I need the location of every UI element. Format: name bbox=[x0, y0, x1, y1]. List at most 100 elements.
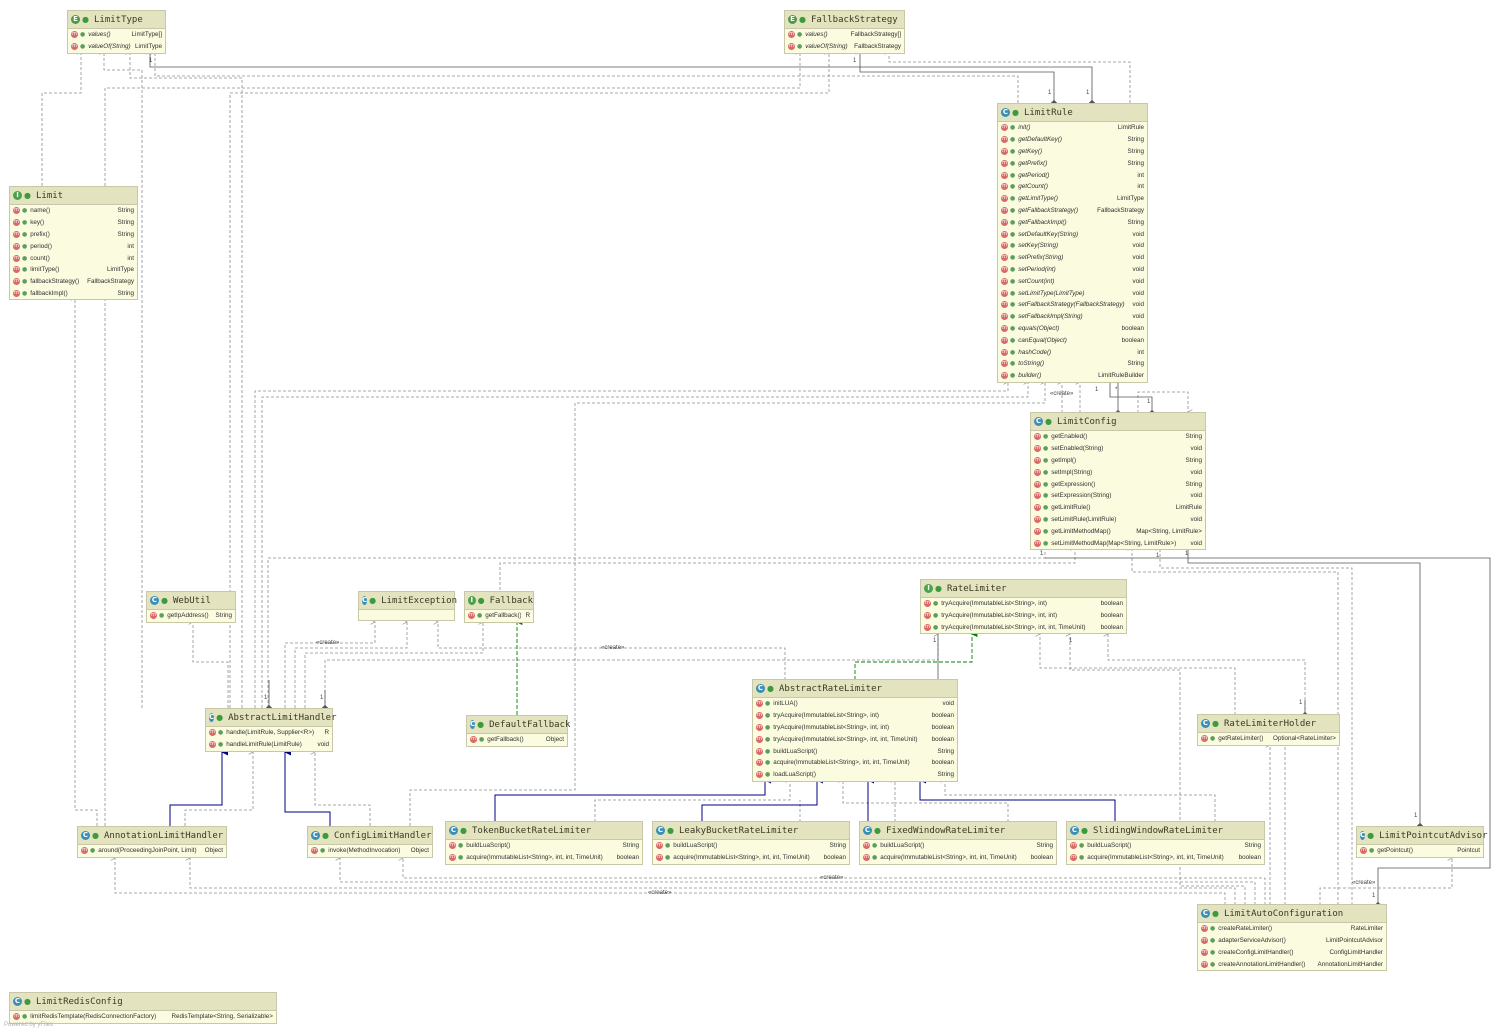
method-row[interactable]: m●buildLuaScript()String bbox=[753, 745, 957, 757]
method-row[interactable]: m●setLimitRule(LimitRule)void bbox=[1031, 514, 1205, 526]
method-row[interactable]: m●setLimitMethodMap(Map<String, LimitRul… bbox=[1031, 537, 1205, 549]
method-row[interactable]: m●getLimitType()LimitType bbox=[998, 193, 1147, 205]
method-row[interactable]: m●createConfigLimitHandler()ConfigLimitH… bbox=[1198, 947, 1386, 959]
method-row[interactable]: m●values()LimitType[] bbox=[68, 29, 165, 41]
method-row[interactable]: m●acquire(ImmutableList<String>, int, in… bbox=[653, 852, 849, 864]
method-row[interactable]: m●setKey(String)void bbox=[998, 240, 1147, 252]
method-row[interactable]: m●setExpression(String)void bbox=[1031, 490, 1205, 502]
method-row[interactable]: m●acquire(ImmutableList<String>, int, in… bbox=[1067, 852, 1264, 864]
method-row[interactable]: m●setFallbackImpl(String)void bbox=[998, 311, 1147, 323]
method-row[interactable]: m●setEnabled(String)void bbox=[1031, 443, 1205, 455]
method-row[interactable]: m●getPrefix()String bbox=[998, 157, 1147, 169]
method-row[interactable]: m●getFallbackStrategy()FallbackStrategy bbox=[998, 205, 1147, 217]
method-row[interactable]: m●getImpl()String bbox=[1031, 455, 1205, 467]
method-row[interactable]: m●tryAcquire(ImmutableList<String>, int,… bbox=[921, 622, 1126, 634]
method-row[interactable]: m●getDefaultKey()String bbox=[998, 134, 1147, 146]
method-return-type: void bbox=[1132, 242, 1144, 250]
method-row[interactable]: m●loadLuaScript()String bbox=[753, 769, 957, 781]
method-row[interactable]: m●getPeriod()int bbox=[998, 169, 1147, 181]
method-row[interactable]: m●key()String bbox=[10, 217, 137, 229]
method-row[interactable]: m●getLimitMethodMap()Map<String, LimitRu… bbox=[1031, 525, 1205, 537]
method-row[interactable]: m●buildLuaScript()String bbox=[1067, 840, 1264, 852]
method-row[interactable]: m●getRateLimiter()Optional<RateLimiter> bbox=[1198, 733, 1339, 745]
method-row[interactable]: m●tryAcquire(ImmutableList<String>, int)… bbox=[921, 598, 1126, 610]
method-row[interactable]: m●adapterServiceAdvisor()LimitPointcutAd… bbox=[1198, 935, 1386, 947]
method-row[interactable]: m●values()FallbackStrategy[] bbox=[785, 29, 904, 41]
method-row[interactable]: m●invoke(MethodInvocation)Object bbox=[308, 845, 432, 857]
method-row[interactable]: m●init()LimitRule bbox=[998, 122, 1147, 134]
method-row[interactable]: m●tryAcquire(ImmutableList<String>, int,… bbox=[921, 610, 1126, 622]
method-row[interactable]: m●getIpAddress()String bbox=[147, 610, 235, 622]
method-row[interactable]: m●fallbackStrategy()FallbackStrategy bbox=[10, 276, 137, 288]
method-row[interactable]: m●acquire(ImmutableList<String>, int, in… bbox=[753, 757, 957, 769]
method-row[interactable]: m●getPointcut()Pointcut bbox=[1357, 845, 1483, 857]
method-row[interactable]: m●acquire(ImmutableList<String>, int, in… bbox=[446, 852, 642, 864]
method-row[interactable]: m●getKey()String bbox=[998, 146, 1147, 158]
method-row[interactable]: m●hashCode()int bbox=[998, 346, 1147, 358]
method-row[interactable]: m●equals(Object)boolean bbox=[998, 323, 1147, 335]
method-row[interactable]: m●setDefaultKey(String)void bbox=[998, 228, 1147, 240]
method-row[interactable]: m●tryAcquire(ImmutableList<String>, int,… bbox=[753, 733, 957, 745]
method-row[interactable]: m●getExpression()String bbox=[1031, 478, 1205, 490]
method-row[interactable]: m●limitType()LimitType bbox=[10, 264, 137, 276]
method-row[interactable]: m●setPrefix(String)void bbox=[998, 252, 1147, 264]
method-row[interactable]: m●around(ProceedingJoinPoint, Limit)Obje… bbox=[78, 845, 226, 857]
method-return-type: boolean bbox=[931, 759, 954, 767]
method-row[interactable]: m●createAnnotationLimitHandler()Annotati… bbox=[1198, 958, 1386, 970]
method-row[interactable]: m●setLimitType(LimitType)void bbox=[998, 287, 1147, 299]
class-limitexception[interactable]: C●LimitException bbox=[358, 591, 457, 621]
method-row[interactable]: m●name()String bbox=[10, 205, 137, 217]
method-row[interactable]: m●period()int bbox=[10, 240, 137, 252]
method-row[interactable]: m●buildLuaScript()String bbox=[446, 840, 642, 852]
method-row[interactable]: m●prefix()String bbox=[10, 229, 137, 241]
method-row[interactable]: m●setPeriod(int)void bbox=[998, 264, 1147, 276]
method-row[interactable]: m●tryAcquire(ImmutableList<String>, int,… bbox=[753, 722, 957, 734]
method-row[interactable]: m●valueOf(String)FallbackStrategy bbox=[785, 41, 904, 53]
method-row[interactable]: m●createRateLimiter()RateLimiter bbox=[1198, 923, 1386, 935]
method-row[interactable]: m●setFallbackStrategy(FallbackStrategy)v… bbox=[998, 299, 1147, 311]
method-row[interactable]: m●getLimitRule()LimitRule bbox=[1031, 502, 1205, 514]
method-row[interactable]: m●getFallback()Object bbox=[467, 734, 567, 746]
method-row[interactable]: m●handle(LimitRule, Supplier<R>)R bbox=[206, 727, 332, 739]
method-row[interactable]: m●getFallbackImpl()String bbox=[998, 216, 1147, 228]
method-row[interactable]: m●buildLuaScript()String bbox=[860, 840, 1056, 852]
method-row[interactable]: m●setImpl(String)void bbox=[1031, 466, 1205, 478]
method-row[interactable]: m●buildLuaScript()String bbox=[653, 840, 849, 852]
method-row[interactable]: m●acquire(ImmutableList<String>, int, in… bbox=[860, 852, 1056, 864]
method-row[interactable]: m●toString()String bbox=[998, 358, 1147, 370]
method-row[interactable]: m●count()int bbox=[10, 252, 137, 264]
method-row[interactable]: m●getFallback()R bbox=[465, 610, 533, 622]
method-row[interactable]: m●getCount()int bbox=[998, 181, 1147, 193]
method-row[interactable]: m●builder()LimitRuleBuilder bbox=[998, 370, 1147, 382]
method-row[interactable]: m●fallbackImpl()String bbox=[10, 288, 137, 300]
method-row[interactable]: m●tryAcquire(ImmutableList<String>, int)… bbox=[753, 710, 957, 722]
method-row[interactable]: m●getEnabled()String bbox=[1031, 431, 1205, 443]
method-row[interactable]: m●valueOf(String)LimitType bbox=[68, 41, 165, 53]
method-row[interactable]: m●handleLimitRule(LimitRule)void bbox=[206, 739, 332, 751]
method-row[interactable]: m●setCount(int)void bbox=[998, 275, 1147, 287]
method-row[interactable]: m●limitRedisTemplate(RedisConnectionFact… bbox=[10, 1011, 276, 1023]
method-row[interactable]: m●canEqual(Object)boolean bbox=[998, 334, 1147, 346]
method-row[interactable]: m●initLUA()void bbox=[753, 698, 957, 710]
